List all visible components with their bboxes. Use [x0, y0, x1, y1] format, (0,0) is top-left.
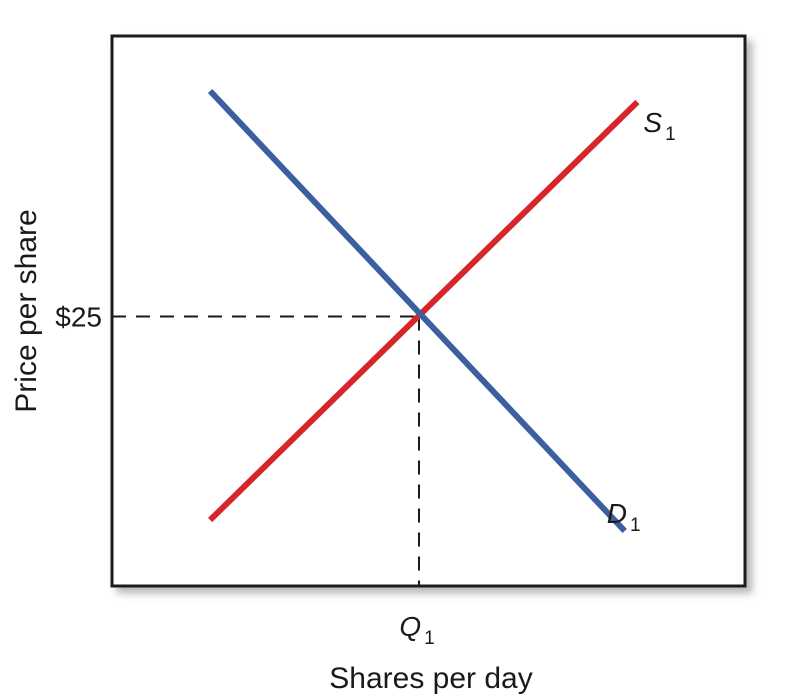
demand-curve-d1	[207, 88, 627, 534]
supply-curve-s1	[208, 99, 640, 523]
guide-lines	[112, 315, 421, 586]
y-tick-price: $25	[55, 302, 102, 333]
y-axis-label: Price per share	[10, 209, 43, 412]
x-axis-label: Shares per day	[329, 662, 532, 695]
plot-frame	[110, 34, 747, 588]
